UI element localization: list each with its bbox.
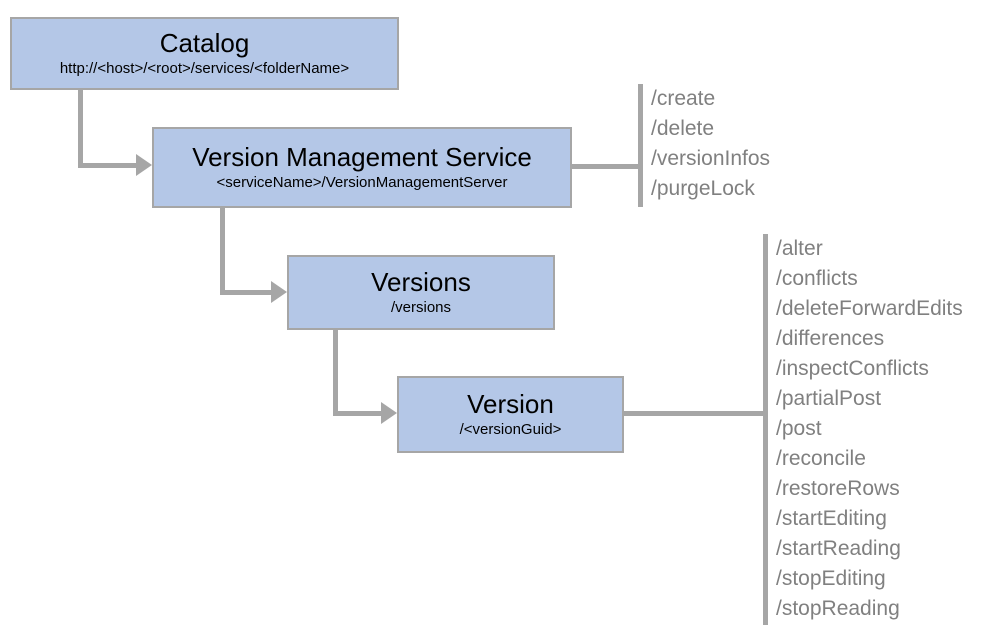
operation-item-create[interactable]: /create	[651, 87, 716, 110]
connector-service-to-versions-vertical	[220, 206, 225, 295]
node-versions[interactable]: Versions /versions	[287, 255, 555, 330]
operation-item-start-editing[interactable]: /startEditing	[776, 507, 887, 530]
operation-item-reconcile[interactable]: /reconcile	[776, 447, 866, 470]
connector-catalog-to-service-horizontal	[78, 163, 138, 168]
operation-item-delete-forward-edits[interactable]: /deleteForwardEdits	[776, 297, 963, 320]
connector-versions-to-version-vertical	[333, 328, 338, 416]
node-version-management-service-subtitle: <serviceName>/VersionManagementServer	[216, 174, 508, 192]
node-version-management-service[interactable]: Version Management Service <serviceName>…	[152, 127, 572, 208]
operation-item-differences[interactable]: /differences	[776, 327, 885, 350]
node-version-management-service-title: Version Management Service	[192, 141, 532, 172]
node-versions-title: Versions	[371, 266, 471, 297]
operation-item-stop-reading[interactable]: /stopReading	[776, 597, 900, 620]
operation-item-inspect-conflicts[interactable]: /inspectConflicts	[776, 357, 929, 380]
operation-item-stop-editing[interactable]: /stopEditing	[776, 567, 886, 590]
arrow-right-icon	[381, 402, 397, 424]
connector-version-to-operations	[622, 411, 767, 416]
arrow-right-icon	[136, 154, 152, 176]
operation-item-restore-rows[interactable]: /restoreRows	[776, 477, 900, 500]
node-catalog-subtitle: http://<host>/<root>/services/<folderNam…	[59, 60, 350, 78]
arrow-right-icon	[271, 281, 287, 303]
connector-service-to-operations	[570, 164, 642, 169]
operation-list-service: /create /delete /versionInfos /purgeLock	[651, 84, 770, 204]
operation-group-bar-version	[763, 234, 768, 625]
operation-list-version: /alter /conflicts /deleteForwardEdits /d…	[776, 234, 963, 624]
operation-item-purge-lock[interactable]: /purgeLock	[651, 177, 755, 200]
connector-catalog-to-service-vertical	[78, 88, 83, 168]
operation-item-alter[interactable]: /alter	[776, 237, 823, 260]
node-catalog[interactable]: Catalog http://<host>/<root>/services/<f…	[10, 17, 399, 90]
operation-item-post[interactable]: /post	[776, 417, 822, 440]
node-version-subtitle: /<versionGuid>	[459, 421, 562, 439]
operation-item-conflicts[interactable]: /conflicts	[776, 267, 858, 290]
node-versions-subtitle: /versions	[390, 299, 452, 317]
operation-item-start-reading[interactable]: /startReading	[776, 537, 901, 560]
connector-versions-to-version-horizontal	[333, 411, 390, 416]
node-catalog-title: Catalog	[159, 27, 250, 58]
node-version-title: Version	[467, 388, 554, 419]
operation-group-bar-service	[638, 84, 643, 207]
node-version[interactable]: Version /<versionGuid>	[397, 376, 624, 453]
operation-item-version-infos[interactable]: /versionInfos	[651, 147, 771, 170]
connector-service-to-versions-horizontal	[220, 290, 280, 295]
operation-item-delete[interactable]: /delete	[651, 117, 715, 140]
operation-item-partial-post[interactable]: /partialPost	[776, 387, 882, 410]
